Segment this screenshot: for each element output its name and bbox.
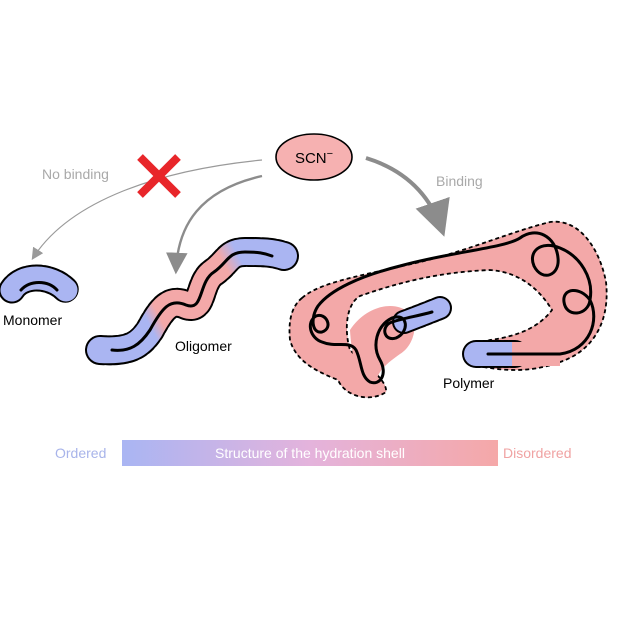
legend-disordered-label: Disordered xyxy=(503,445,571,461)
no-binding-label: No binding xyxy=(42,166,109,182)
monomer xyxy=(0,264,80,304)
binding-label: Binding xyxy=(436,173,483,189)
polymer xyxy=(288,220,608,399)
legend-gradient-bar xyxy=(122,440,498,466)
ion-charge: − xyxy=(327,148,333,160)
oligomer-label: Oligomer xyxy=(175,338,232,354)
no-binding-cross-icon xyxy=(137,154,181,198)
hydration-shell-legend: Ordered Structure of the hydration shell… xyxy=(55,440,571,466)
legend-ordered-label: Ordered xyxy=(55,445,106,461)
legend-center-label: Structure of the hydration shell xyxy=(215,445,405,461)
polymer-binding-arrow xyxy=(365,156,450,237)
no-binding-arrow xyxy=(31,159,263,261)
oligomer xyxy=(85,237,299,366)
scn-ion: SCN− xyxy=(275,133,353,181)
monomer-label: Monomer xyxy=(3,312,62,328)
oligomer-binding-arrow xyxy=(165,174,263,275)
svg-text:SCN−: SCN− xyxy=(295,148,333,167)
polymer-label: Polymer xyxy=(443,375,495,391)
ion-label: SCN xyxy=(295,150,327,167)
